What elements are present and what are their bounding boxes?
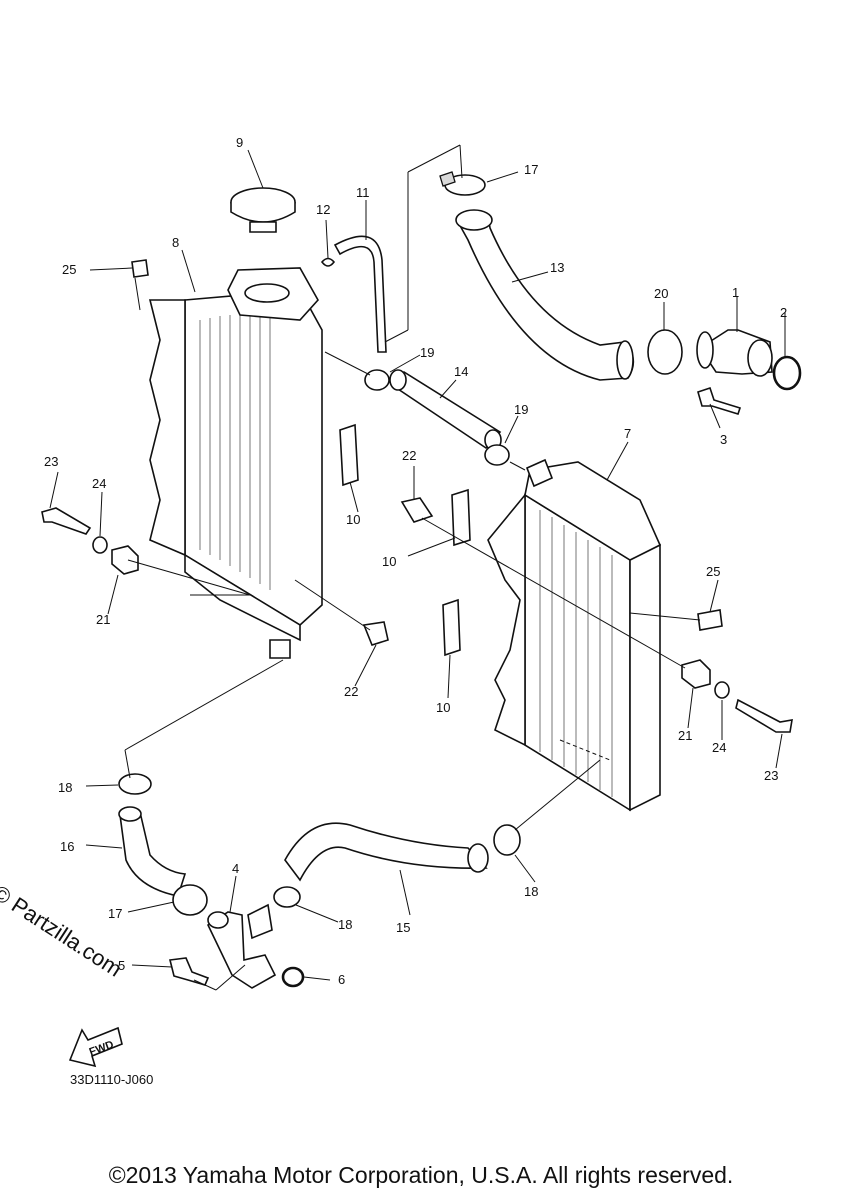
callout-24-a: 24 <box>92 476 106 491</box>
callout-19-b: 19 <box>514 402 528 417</box>
callout-25-a: 25 <box>62 262 76 277</box>
o-ring-2 <box>772 355 802 391</box>
connecting-hose <box>390 370 502 450</box>
callout-2: 2 <box>780 305 787 320</box>
callout-25-b: 25 <box>706 564 720 579</box>
hose-clamp-17-top <box>439 171 486 196</box>
callout-15: 15 <box>396 920 410 935</box>
callout-21-b: 21 <box>678 728 692 743</box>
mounting-hardware <box>41 259 793 733</box>
callout-17-top: 17 <box>524 162 538 177</box>
callout-16: 16 <box>60 839 74 854</box>
callout-10-a: 10 <box>346 512 360 527</box>
callout-6: 6 <box>338 972 345 987</box>
callout-9: 9 <box>236 135 243 150</box>
callout-21-a: 21 <box>96 612 110 627</box>
hose-clamp-19 <box>364 369 510 466</box>
leader-lines <box>49 149 786 981</box>
callout-22-a: 22 <box>402 448 416 463</box>
callout-14: 14 <box>454 364 468 379</box>
right-radiator <box>487 458 662 812</box>
callout-5: 5 <box>118 958 125 973</box>
hose-clamp-20 <box>647 329 683 375</box>
radiator-cap <box>230 187 296 233</box>
bolt-3 <box>697 386 742 415</box>
callout-22-b: 22 <box>344 684 358 699</box>
bolt-5 <box>169 957 210 986</box>
pipe-joint <box>206 911 277 989</box>
left-radiator <box>148 267 323 659</box>
hose-joint <box>696 329 773 377</box>
overflow-hose <box>333 235 387 353</box>
callout-8: 8 <box>172 235 179 250</box>
hose-clip <box>320 257 336 267</box>
o-ring-6 <box>281 966 305 988</box>
hose-clamps-18 <box>118 773 521 908</box>
callout-3: 3 <box>720 432 727 447</box>
callout-7: 7 <box>624 426 631 441</box>
callout-17-lower: 17 <box>108 906 122 921</box>
forward-arrow-icon: FWD <box>68 1026 123 1068</box>
callout-1: 1 <box>732 285 739 300</box>
callout-18-c: 18 <box>524 884 538 899</box>
diagram-code: 33D1110-J060 <box>70 1072 154 1087</box>
callout-23-b: 23 <box>764 768 778 783</box>
lower-hose-16 <box>119 811 187 897</box>
upper-radiator-hose <box>456 215 635 381</box>
assembly-lines <box>124 144 701 991</box>
callout-18-b: 18 <box>338 917 352 932</box>
callout-18-a: 18 <box>58 780 72 795</box>
lower-radiator-hose <box>284 822 488 882</box>
callout-23-a: 23 <box>44 454 58 469</box>
callout-19-a: 19 <box>420 345 434 360</box>
rubber-pads <box>339 423 471 657</box>
callout-20: 20 <box>654 286 668 301</box>
callout-11: 11 <box>356 185 370 200</box>
callout-10-c: 10 <box>436 700 450 715</box>
hose-clamp-17-lower <box>172 884 208 916</box>
callout-13: 13 <box>550 260 564 275</box>
callout-12: 12 <box>316 202 330 217</box>
callout-24-b: 24 <box>712 740 726 755</box>
callout-10-b: 10 <box>382 554 396 569</box>
callout-numbers: 1 2 3 4 5 6 7 8 9 10 10 10 11 12 13 14 1… <box>44 135 787 987</box>
callout-4: 4 <box>232 861 239 876</box>
copyright-notice: ©2013 Yamaha Motor Corporation, U.S.A. A… <box>108 1162 734 1188</box>
